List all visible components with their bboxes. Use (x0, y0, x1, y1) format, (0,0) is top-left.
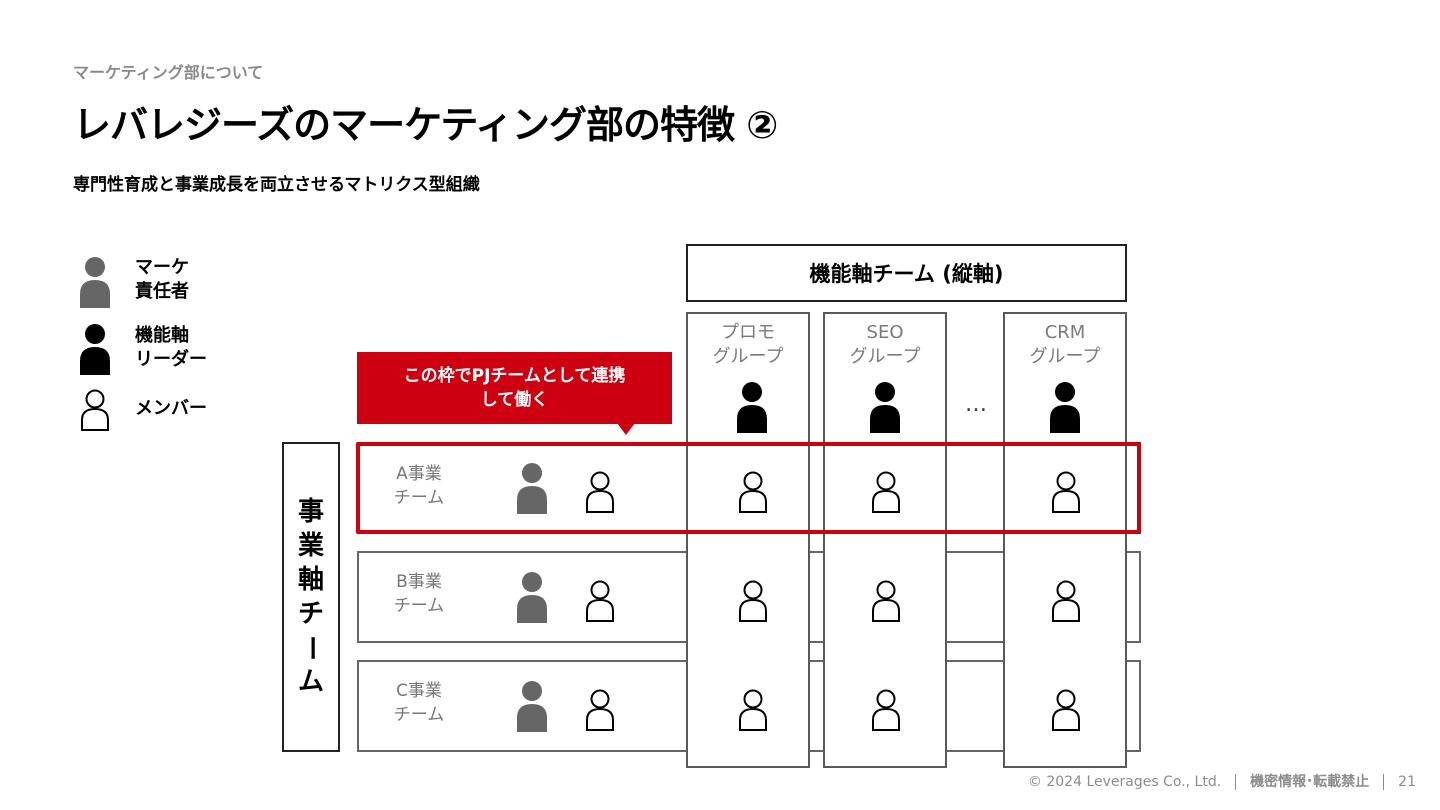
footer-divider (1383, 774, 1385, 790)
business-axis-char: チ (297, 599, 324, 629)
person-outline-icon (81, 389, 109, 431)
person-gray-icon (517, 572, 547, 623)
person-black-icon (80, 324, 110, 375)
person-outline-icon (586, 580, 614, 622)
legend-label-member: メンバー (135, 398, 207, 419)
person-outline-icon (739, 580, 767, 622)
person-outline-icon (872, 471, 900, 513)
page-subtitle: 専門性育成と事業成長を両立させるマトリクス型組織 (73, 175, 480, 195)
person-black-icon (870, 382, 900, 433)
person-black-icon (1050, 382, 1080, 433)
row-label-a: A事業 チーム (393, 464, 445, 508)
function-axis-title: 機能軸チーム (縦軸) (809, 262, 1004, 286)
person-gray-icon (517, 463, 547, 514)
legend-label-leader: 機能軸 リーダー (135, 325, 207, 370)
person-outline-icon (1052, 471, 1080, 513)
business-axis-char: 業 (297, 531, 324, 561)
footer-page-number: 21 (1398, 774, 1416, 790)
column-label-seo: SEO グループ (849, 322, 921, 367)
row-label-b: B事業 チーム (393, 572, 445, 616)
footer: © 2024 Leverages Co., Ltd. 機密情報･転載禁止 21 (1028, 771, 1416, 791)
person-black-icon (737, 382, 767, 433)
business-axis-title: 事 業 軸 チ ー ム (282, 442, 340, 752)
row-label-c: C事業 チーム (393, 681, 445, 725)
business-axis-char: 軸 (297, 565, 324, 595)
footer-copyright: © 2024 Leverages Co., Ltd. (1027, 774, 1222, 790)
business-axis-char: ム (297, 667, 324, 697)
business-axis-char: ー (295, 634, 326, 662)
person-gray-icon (517, 681, 547, 732)
breadcrumb: マーケティング部について (73, 63, 264, 82)
callout-tail (617, 423, 635, 435)
footer-confidential: 機密情報･転載禁止 (1250, 774, 1370, 790)
callout-box: この枠でPJチームとして連携 して働く (357, 352, 672, 424)
footer-divider (1235, 774, 1237, 790)
person-gray-icon (80, 257, 110, 308)
person-outline-icon (872, 580, 900, 622)
person-outline-icon (872, 689, 900, 731)
page-title: レバレジーズのマーケティング部の特徴 ② (73, 103, 778, 147)
ellipsis: … (965, 392, 988, 417)
project-team-highlight (356, 442, 1141, 534)
person-outline-icon (586, 471, 614, 513)
callout-text: この枠でPJチームとして連携 して働く (403, 366, 626, 410)
person-outline-icon (1052, 689, 1080, 731)
person-outline-icon (739, 471, 767, 513)
function-axis-header: 機能軸チーム (縦軸) (686, 244, 1127, 302)
person-outline-icon (739, 689, 767, 731)
person-outline-icon (1052, 580, 1080, 622)
business-axis-char: 事 (297, 497, 324, 527)
column-label-crm: CRM グループ (1029, 322, 1101, 367)
person-outline-icon (586, 689, 614, 731)
legend-label-manager: マーケ 責任者 (135, 257, 189, 302)
column-label-promo: プロモ グループ (712, 322, 784, 367)
